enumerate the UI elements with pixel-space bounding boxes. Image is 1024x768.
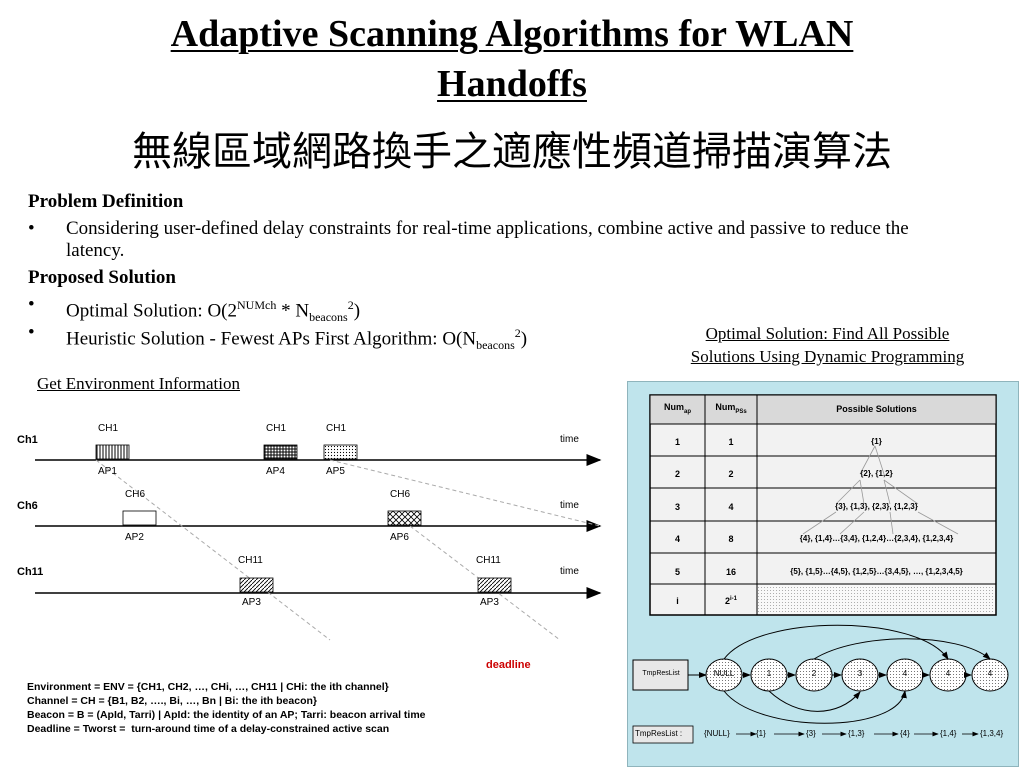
- table-header-numpss: NumPSs: [715, 402, 747, 415]
- dp-node-label: 4: [945, 669, 951, 678]
- title-line1: Adaptive Scanning Algorithms for WLAN: [170, 13, 854, 55]
- bottom-list-item: {1,3}: [848, 729, 865, 738]
- ap-channel: CH6: [390, 489, 411, 500]
- table-cell: 1: [728, 437, 734, 447]
- table-cell: 4: [674, 534, 680, 544]
- guide-line: [329, 459, 601, 527]
- table-cell: 5: [674, 567, 680, 577]
- ap2-beacon: [122, 510, 157, 526]
- table-cell: 3: [674, 502, 680, 512]
- dp-nodes: [705, 658, 1009, 692]
- table-cell: 1: [674, 437, 680, 447]
- last-row-fill: [758, 585, 995, 614]
- dp-graphic: [632, 394, 1009, 744]
- ap5-beacon: [323, 444, 358, 460]
- bottom-list-box: [632, 725, 694, 744]
- timeline-diagram: [35, 444, 602, 641]
- ap4-beacon: [263, 444, 298, 460]
- ap-channel: CH11: [476, 555, 501, 566]
- tmpreslist-box: [632, 659, 689, 691]
- bullet-dot: •: [28, 294, 35, 315]
- title-line2: Handoffs: [437, 63, 587, 105]
- table-header-numap: Numap: [663, 402, 691, 415]
- bottom-list-item: {1,3,4}: [980, 729, 1004, 738]
- guide-line: [95, 459, 331, 641]
- channel-label: Ch11: [17, 566, 44, 578]
- bottom-list-label: TmpResList :: [635, 729, 683, 738]
- channel-label: Ch6: [17, 500, 38, 512]
- ap-name: AP4: [266, 466, 285, 477]
- ap6-beacon: [387, 510, 422, 526]
- ap3-beacon: [239, 577, 274, 593]
- dp-node-label: NULL: [713, 669, 735, 678]
- ap-channel: CH11: [238, 555, 263, 566]
- ap1-beacon: [95, 444, 130, 460]
- chinese-subtitle: 無線區域網路換手之適應性頻道掃描演算法: [132, 129, 892, 175]
- time-label: time: [560, 500, 579, 511]
- definitions: Environment = ENV = {CH1, CH2, …, CHi, ……: [27, 681, 426, 735]
- bottom-list-item: {4}: [900, 729, 910, 738]
- ap-name: AP1: [98, 466, 117, 477]
- dp-node-label: 1: [766, 669, 772, 678]
- time-label: time: [560, 434, 579, 445]
- deadline-label: deadline: [486, 659, 531, 671]
- optimal-caption: Optimal Solution: Find All Possible Solu…: [690, 324, 965, 366]
- dp-node-label: 4: [987, 669, 993, 678]
- tmpreslist-label: TmpResList: [642, 670, 680, 677]
- table-cell: i: [676, 596, 679, 606]
- dp-panel: Numap NumPSs Possible Solutions 1 1 {1} 2 2 {…: [627, 381, 1019, 767]
- ap-name: AP5: [326, 466, 345, 477]
- bottom-list-item: {1,4}: [940, 729, 957, 738]
- ap-name: AP3: [242, 597, 261, 608]
- table-cell: {1}: [871, 437, 882, 446]
- bottom-list-item: {1}: [756, 729, 766, 738]
- ap-channel: CH1: [326, 423, 347, 434]
- ap-name: AP2: [125, 532, 144, 543]
- ap-channel: CH1: [98, 423, 119, 434]
- ap-name: AP3: [480, 597, 499, 608]
- dp-node-label: 2: [811, 669, 817, 678]
- solutions-table: [649, 394, 997, 616]
- table-cell: 8: [728, 534, 734, 544]
- bottom-list-item: {NULL}: [704, 729, 730, 738]
- table-cell: 16: [725, 567, 736, 577]
- table-header: [649, 394, 997, 425]
- env-heading: Get Environment Information: [37, 374, 241, 393]
- table-cell: {3}, {1,3}, {2,3}, {1,2,3}: [835, 502, 918, 511]
- table-cell: {5}, {1,5}…{4,5}, {1,2,5}…{3,4,5}, …, {1…: [790, 567, 963, 576]
- table-cell: 4: [728, 502, 734, 512]
- problem-bullet-text: Considering user-defined delay constrain…: [66, 218, 909, 261]
- heuristic-text: Heuristic Solution - Fewest APs First Al…: [66, 326, 528, 353]
- dp-node-label: 4: [902, 669, 908, 678]
- table-cell: {4}, {1,4}…{3,4}, {1,2,4}…{2,3,4}, {1,2,…: [799, 534, 954, 543]
- ap-channel: CH6: [125, 489, 146, 500]
- dp-node-label: 3: [857, 669, 863, 678]
- table-header-solutions: Possible Solutions: [836, 404, 917, 414]
- table-cell: 2: [674, 469, 680, 479]
- solution-heading: Proposed Solution: [28, 267, 176, 288]
- optimal-text: Optimal Solution: O(2NUMch * Nbeacons2): [66, 298, 361, 325]
- ap-name: AP6: [390, 532, 409, 543]
- table-cell: {2}, {1,2}: [860, 469, 893, 478]
- ap-channel: CH1: [266, 423, 287, 434]
- channel-label: Ch1: [17, 434, 38, 446]
- time-label: time: [560, 566, 579, 577]
- bottom-list-item: {3}: [806, 729, 816, 738]
- ap3-beacon: [477, 577, 512, 593]
- table-cell: 2: [728, 469, 734, 479]
- bullet-dot: •: [28, 322, 35, 343]
- table-cell: 2i-1: [724, 596, 738, 606]
- bullet-dot: •: [28, 218, 35, 239]
- problem-heading: Problem Definition: [28, 191, 184, 212]
